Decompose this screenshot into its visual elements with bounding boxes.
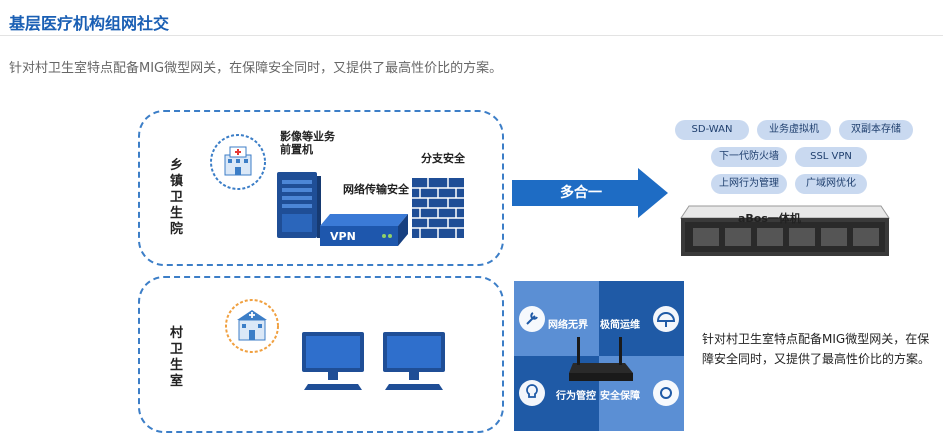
- computer-icon: [302, 332, 364, 390]
- clinic-icon: [224, 298, 280, 354]
- branch-security-label: 分支安全: [421, 152, 465, 165]
- quadrant-label-boundless: 网络无界: [548, 320, 588, 331]
- quadrant-label-simple-ops: 极简运维: [600, 320, 640, 331]
- abos-appliance: [680, 205, 890, 256]
- all-in-one-label: 多合一: [560, 185, 602, 201]
- network-transport-label: 网络传输安全: [343, 183, 409, 196]
- township-hospital-label: 乡镇卫生院: [170, 158, 184, 237]
- computer-icon: [383, 332, 445, 390]
- township-hospital-panel: [138, 110, 504, 266]
- front-server-label: 影像等业务前置机: [280, 130, 335, 156]
- village-clinic-label: 村卫生室: [170, 326, 184, 389]
- title-divider: [0, 35, 943, 36]
- page-title: 基层医疗机构组网社交: [9, 14, 170, 33]
- intro-text: 针对村卫生室特点配备MIG微型网关，在保障安全同时，又提供了最高性价比的方案。: [9, 61, 503, 76]
- feature-pill-storage: 双副本存储: [839, 120, 913, 140]
- feature-pill-sslvpn: SSL VPN: [795, 147, 867, 167]
- gateway-description: 针对村卫生室特点配备MIG微型网关，在保障安全同时，又提供了最高性价比的方案。: [702, 332, 931, 366]
- mig-gateway-features: [514, 281, 684, 431]
- village-clinic-panel: [138, 276, 504, 433]
- hospital-icon: [209, 133, 267, 191]
- feature-pill-sdwan: SD-WAN: [675, 120, 749, 140]
- server-tower-icon: [277, 172, 321, 238]
- abos-label: aBos一体机: [738, 212, 801, 225]
- feature-pill-behavior: 上网行为管理: [711, 174, 787, 194]
- feature-pill-firewall: 下一代防火墙: [711, 147, 787, 167]
- merge-arrow: [512, 168, 668, 218]
- feature-pill-vm: 业务虚拟机: [757, 120, 831, 140]
- feature-pill-wan-opt: 广域网优化: [795, 174, 867, 194]
- vpn-label: VPN: [330, 230, 356, 243]
- firewall-icon: [412, 178, 464, 238]
- quadrant-label-security: 安全保障: [600, 391, 640, 402]
- quadrant-label-behavior: 行为管控: [556, 391, 596, 402]
- vpn-router-icon: [320, 214, 408, 246]
